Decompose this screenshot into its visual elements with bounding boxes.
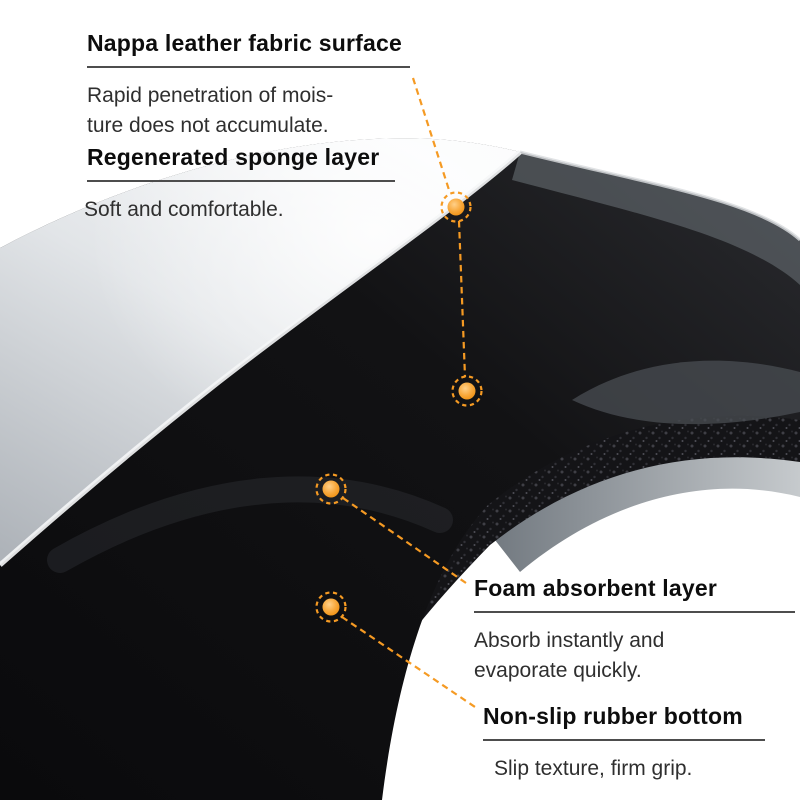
callout-line-sponge bbox=[457, 220, 467, 378]
layer-marker-sponge bbox=[451, 375, 483, 407]
marker-dashed-ring bbox=[315, 473, 347, 505]
annotation-title: Nappa leather fabric surface bbox=[87, 30, 410, 68]
marker-dot bbox=[322, 480, 340, 498]
mat-top-rim bbox=[512, 152, 800, 285]
sponge-sheen-streak bbox=[47, 476, 453, 573]
layer-marker-rubber bbox=[315, 591, 347, 623]
annotation-description: Soft and comfortable. bbox=[84, 195, 395, 225]
marker-dot bbox=[447, 198, 465, 216]
annotation-desc-line: ture does not accumulate. bbox=[87, 114, 329, 137]
annotation-description: Rapid penetration of mois- ture does not… bbox=[87, 81, 410, 141]
sponge-inner-shine bbox=[572, 360, 800, 425]
annotation-foam-layer: Foam absorbent layer Absorb instantly an… bbox=[474, 575, 796, 686]
annotation-title: Foam absorbent layer bbox=[474, 575, 796, 613]
annotation-description: Absorb instantly and evaporate quickly. bbox=[474, 626, 795, 686]
annotation-sponge-layer: Regenerated sponge layer Soft and comfor… bbox=[84, 144, 396, 225]
annotation-title: Regenerated sponge layer bbox=[87, 144, 396, 182]
marker-dashed-ring bbox=[451, 375, 483, 407]
annotation-title: Non-slip rubber bottom bbox=[483, 703, 765, 741]
annotation-desc-line: Slip texture, firm grip. bbox=[494, 757, 693, 780]
fabric-layer-highlight bbox=[0, 138, 520, 565]
layer-marker-fabric bbox=[440, 191, 472, 223]
marker-dot bbox=[458, 382, 476, 400]
callout-line-fabric bbox=[411, 77, 452, 194]
annotation-rubber-bottom: Non-slip rubber bottom Slip texture, fir… bbox=[483, 703, 765, 784]
layer-marker-foam bbox=[315, 473, 347, 505]
marker-dashed-ring bbox=[315, 591, 347, 623]
layer-markers bbox=[315, 191, 483, 623]
annotation-description: Slip texture, firm grip. bbox=[494, 754, 765, 784]
annotation-desc-line: Absorb instantly and bbox=[474, 629, 665, 652]
callout-lines bbox=[341, 77, 476, 708]
annotation-desc-line: Rapid penetration of mois- bbox=[87, 84, 334, 107]
rubber-bottom-edge bbox=[495, 451, 800, 572]
marker-dashed-ring bbox=[440, 191, 472, 223]
mat-top-rim-light bbox=[519, 150, 800, 242]
annotation-fabric-surface: Nappa leather fabric surface Rapid penet… bbox=[87, 30, 410, 141]
marker-dot bbox=[322, 598, 340, 616]
callout-line-foam bbox=[342, 497, 467, 584]
callout-line-rubber bbox=[341, 616, 476, 708]
annotation-desc-line: Soft and comfortable. bbox=[84, 198, 284, 221]
annotation-desc-line: evaporate quickly. bbox=[474, 659, 642, 682]
